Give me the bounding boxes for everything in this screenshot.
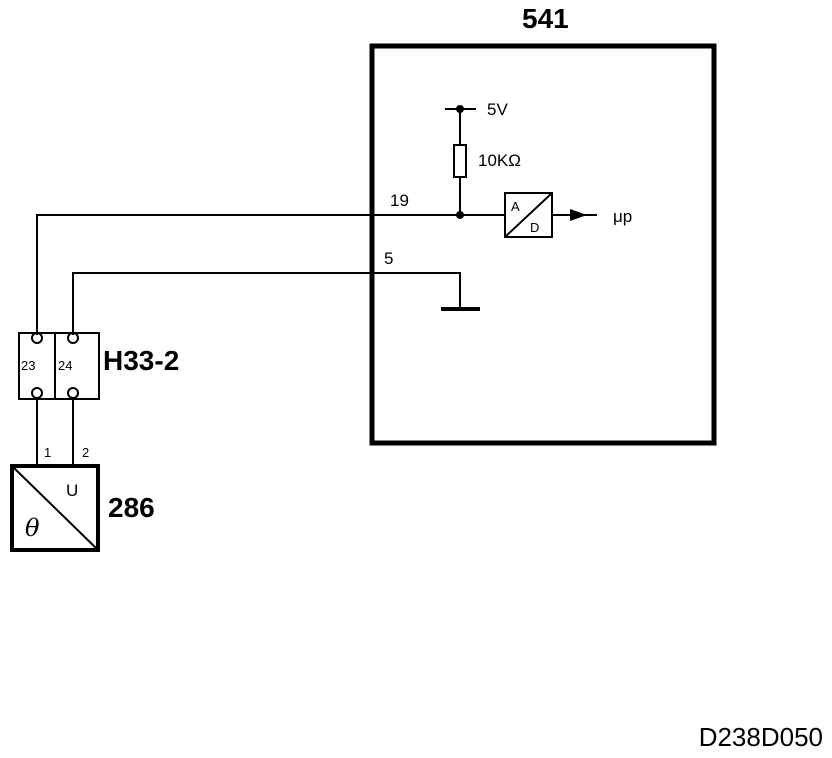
- sensor-in-symbol: θ: [25, 514, 40, 542]
- junction-node: [456, 211, 464, 219]
- ad-diagonal: [504, 192, 553, 238]
- module-box: [369, 43, 717, 446]
- supply-label: 5V: [487, 100, 508, 119]
- sensor-diagonal: [13, 467, 97, 549]
- output-arrow: [570, 209, 587, 221]
- output-label: μp: [613, 207, 632, 226]
- resistor-label: 10KΩ: [478, 151, 521, 170]
- connector-pin-24-top: [67, 332, 79, 344]
- ad-out-label: D: [530, 220, 539, 235]
- pullup-resistor: [453, 144, 467, 178]
- sensor-pin1-label: 1: [44, 445, 51, 460]
- connector-pin-23-bottom: [31, 387, 43, 399]
- module-label: 541: [522, 3, 569, 34]
- connector-body: [18, 332, 100, 400]
- connector-pin-a-label: 23: [21, 358, 35, 373]
- ad-in-label: A: [511, 199, 520, 214]
- signal-wire: [36, 214, 505, 335]
- ground-wire: [72, 272, 461, 335]
- connector-pin-b-label: 24: [58, 358, 72, 373]
- connector-label: H33-2: [103, 345, 179, 376]
- connector-pin-23-top: [31, 332, 43, 344]
- sensor-label: 286: [108, 492, 155, 523]
- connector-pin-24-bottom: [67, 387, 79, 399]
- sensor-out-symbol: U: [66, 481, 78, 500]
- pin-ground-label: 5: [384, 249, 393, 268]
- figure-ref: D238D050: [699, 722, 823, 752]
- pin-signal-label: 19: [390, 191, 409, 210]
- sensor-pin2-label: 2: [82, 445, 89, 460]
